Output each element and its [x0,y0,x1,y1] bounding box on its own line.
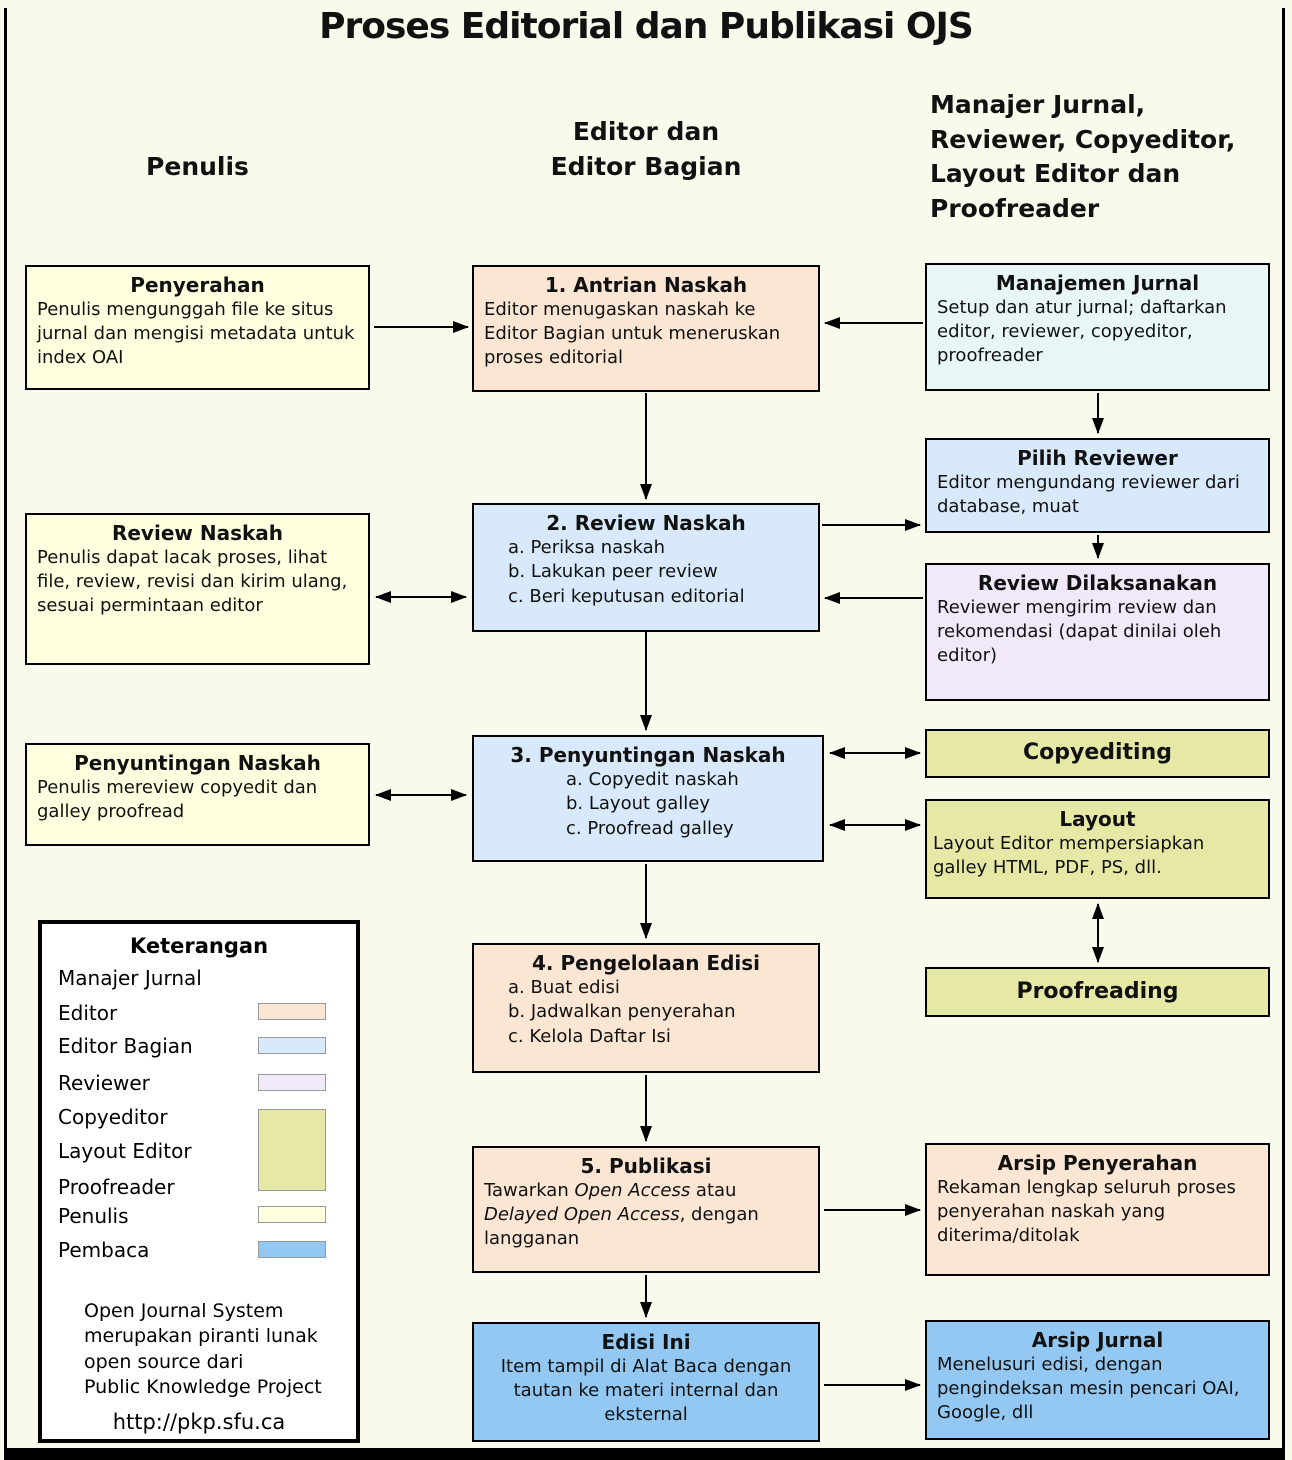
box-edisi-ini-body: Item tampil di Alat Baca dengan tautan k… [500,1356,792,1425]
legend-title: Keterangan [129,934,269,958]
box-pilih-reviewer-body: Editor mengundang reviewer dari database… [937,472,1240,517]
legend-swatch-editor [258,1003,326,1020]
box-review-dilaksanakan-title: Review Dilaksanakan [977,571,1218,595]
legend-label-editor: Editor [58,1001,118,1025]
box-proofreading: Proofreading [925,967,1270,1017]
box-pengelolaan-edisi-item: a. Buat edisi [508,977,620,998]
legend-swatch-editor-bagian [258,1037,326,1054]
legend-label-pembaca: Pembaca [58,1238,150,1262]
box-review-dilaksanakan: Review Dilaksanakan Reviewer mengirim re… [925,563,1270,701]
box-pengelolaan-edisi-item: c. Kelola Daftar Isi [508,1025,671,1047]
column-header-editor: Editor dan Editor Bagian [550,117,742,181]
box-penyuntingan-naskah: 3. Penyuntingan Naskah a. Copyedit naska… [472,735,824,862]
box-penyuntingan-penulis-title: Penyuntingan Naskah [74,751,321,775]
box-arsip-penyerahan: Arsip Penyerahan Rekaman lengkap seluruh… [925,1143,1270,1276]
box-penyuntingan-naskah-item: a. Copyedit naskah [566,769,739,790]
box-edisi-ini-title: Edisi Ini [601,1330,691,1354]
box-review-naskah-item: c. Beri keputusan editorial [508,585,745,607]
box-manajemen-jurnal: Manajemen Jurnal Setup dan atur jurnal; … [925,263,1270,391]
box-pilih-reviewer-title: Pilih Reviewer [1017,446,1178,470]
box-copyediting-title: Copyediting [1022,740,1173,766]
box-edisi-ini: Edisi Ini Item tampil di Alat Baca denga… [472,1322,820,1442]
box-antrian-naskah-body: Editor menugaskan naskah ke Editor Bagia… [484,299,781,368]
box-pilih-reviewer: Pilih Reviewer Editor mengundang reviewe… [925,438,1270,533]
box-pengelolaan-edisi-title: 4. Pengelolaan Edisi [531,951,761,975]
box-penyerahan-body: Penulis mengunggah file ke situs jurnal … [37,299,355,368]
box-publikasi-body: Tawarkan Open Access atau Delayed Open A… [484,1180,759,1249]
box-publikasi: 5. Publikasi Tawarkan Open Access atau D… [472,1146,820,1273]
page-title: Proses Editorial dan Publikasi OJS [319,6,974,47]
box-penyuntingan-penulis: Penyuntingan Naskah Penulis mereview cop… [25,743,370,846]
legend: Keterangan Manajer Jurnal Editor Editor … [38,920,360,1443]
legend-label-manajer-jurnal: Manajer Jurnal [58,966,202,990]
legend-swatch-reviewer [258,1074,326,1091]
legend-label-editor-bagian: Editor Bagian [58,1034,193,1058]
box-antrian-naskah: 1. Antrian Naskah Editor menugaskan nask… [472,265,820,392]
legend-swatch-production-group [258,1109,326,1191]
box-arsip-penyerahan-title: Arsip Penyerahan [997,1151,1198,1175]
legend-label-copyeditor: Copyeditor [58,1105,168,1129]
box-penyerahan-title: Penyerahan [130,273,265,297]
box-review-naskah: 2. Review Naskah a. Periksa naskah b. La… [472,503,820,632]
box-copyediting: Copyediting [925,729,1270,778]
box-arsip-jurnal-title: Arsip Jurnal [1031,1328,1164,1352]
legend-label-proofreader: Proofreader [58,1175,175,1199]
legend-note: Open Journal System merupakan piranti lu… [84,1300,322,1398]
legend-label-penulis: Penulis [58,1204,129,1228]
box-pengelolaan-edisi-item: b. Jadwalkan penyerahan [508,1001,736,1023]
box-penyuntingan-naskah-item: b. Layout galley [566,793,710,815]
box-manajemen-jurnal-title: Manajemen Jurnal [995,271,1200,295]
column-header-penulis: Penulis [146,152,249,181]
box-review-naskah-title: 2. Review Naskah [546,511,746,535]
box-penyuntingan-naskah-title: 3. Penyuntingan Naskah [510,743,786,767]
legend-swatch-penulis [258,1206,326,1223]
box-penyuntingan-naskah-item: c. Proofread galley [566,817,734,839]
box-review-naskah-item: b. Lakukan peer review [508,561,718,583]
box-review-dilaksanakan-body: Reviewer mengirim review dan rekomendasi… [937,597,1222,666]
box-publikasi-title: 5. Publikasi [580,1154,712,1178]
box-arsip-jurnal-body: Menelusuri edisi, dengan pengindeksan me… [937,1354,1240,1423]
box-layout-body: Layout Editor mempersiapkan galley HTML,… [933,833,1205,878]
legend-url: http://pkp.sfu.ca [112,1410,286,1434]
legend-swatch-pembaca [258,1241,326,1258]
column-header-manajer: Manajer Jurnal, Reviewer, Copyeditor, La… [930,90,1236,223]
legend-label-reviewer: Reviewer [58,1071,150,1095]
box-review-naskah-item: a. Periksa naskah [508,537,666,558]
box-penyerahan: Penyerahan Penulis mengunggah file ke si… [25,265,370,390]
box-review-naskah-penulis: Review Naskah Penulis dapat lacak proses… [25,513,370,665]
box-review-naskah-penulis-body: Penulis dapat lacak proses, lihat file, … [37,547,348,616]
box-layout: Layout Layout Editor mempersiapkan galle… [925,799,1270,899]
box-penyuntingan-penulis-body: Penulis mereview copyedit dan galley pro… [37,777,318,822]
box-antrian-naskah-title: 1. Antrian Naskah [544,273,748,297]
box-manajemen-jurnal-body: Setup dan atur jurnal; daftarkan editor,… [937,297,1227,366]
box-pengelolaan-edisi: 4. Pengelolaan Edisi a. Buat edisi b. Ja… [472,943,820,1073]
box-arsip-jurnal: Arsip Jurnal Menelusuri edisi, dengan pe… [925,1320,1270,1440]
legend-label-layout-editor: Layout Editor [58,1139,192,1163]
box-layout-title: Layout [1059,807,1136,831]
box-arsip-penyerahan-body: Rekaman lengkap seluruh proses penyeraha… [937,1177,1236,1246]
box-review-naskah-penulis-title: Review Naskah [111,521,284,545]
box-proofreading-title: Proofreading [1016,978,1179,1004]
